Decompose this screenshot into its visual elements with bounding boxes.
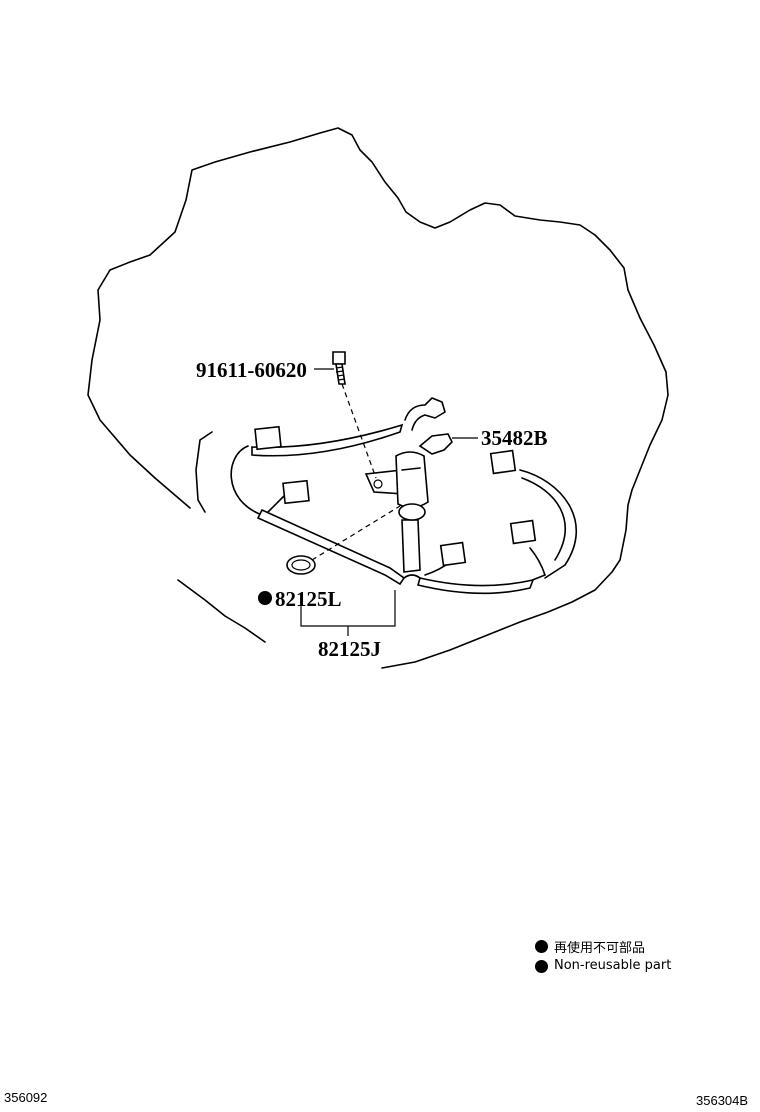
- transmission-case-outline: [87, 127, 669, 669]
- harness-upper-cable: [251, 423, 404, 457]
- connector-right-top: [489, 449, 517, 475]
- footer-right-code: 356304B: [696, 1093, 749, 1108]
- sensor-tip: [398, 503, 426, 521]
- o-ring-inner: [291, 559, 311, 571]
- part-label-bolt: 91611-60620: [196, 358, 307, 382]
- sensor-body: [395, 451, 429, 509]
- bolt-icon: [332, 351, 346, 365]
- non-reusable-marker-icon: [258, 591, 272, 605]
- harness-clip-top: [404, 397, 446, 431]
- harness-branch-mid-conn: [267, 494, 286, 513]
- harness-left-loop: [230, 445, 263, 516]
- sensor-flange-hole: [373, 479, 383, 489]
- legend-dot-icon-en: [535, 960, 548, 973]
- harness-lower-sleeve: [256, 508, 406, 586]
- part-label-harness: 82125J: [318, 637, 381, 661]
- harness-right-sleeve: [417, 577, 535, 595]
- connector-mid-left: [282, 479, 310, 505]
- legend-non-reusable-en: Non-reusable part: [554, 958, 672, 973]
- harness-right-branch-inner: [521, 477, 566, 561]
- legend-non-reusable-jp: 再使用不可部品: [554, 941, 646, 956]
- connector-upper-left: [254, 425, 282, 451]
- footer-left-code: 356092: [4, 1090, 48, 1105]
- transmission-case-lower-left: [177, 579, 266, 643]
- o-ring-icon: [286, 555, 316, 575]
- sensor-head: [401, 467, 421, 471]
- transmission-case-inner-edge: [195, 431, 213, 513]
- bolt-threads: [335, 366, 346, 381]
- part-label-clamp: 35482B: [481, 426, 548, 450]
- harness-right-branch: [519, 469, 577, 579]
- clamp-part-icon: [418, 433, 453, 455]
- harness-branch-right-conn: [529, 547, 546, 576]
- harness-stem: [401, 519, 421, 573]
- connector-right-mid: [509, 519, 537, 545]
- connector-lower: [439, 541, 467, 567]
- bolt-dashed-axis: [341, 383, 377, 479]
- legend-dot-icon-jp: [535, 940, 548, 953]
- part-label-o-ring: 82125L: [275, 587, 342, 611]
